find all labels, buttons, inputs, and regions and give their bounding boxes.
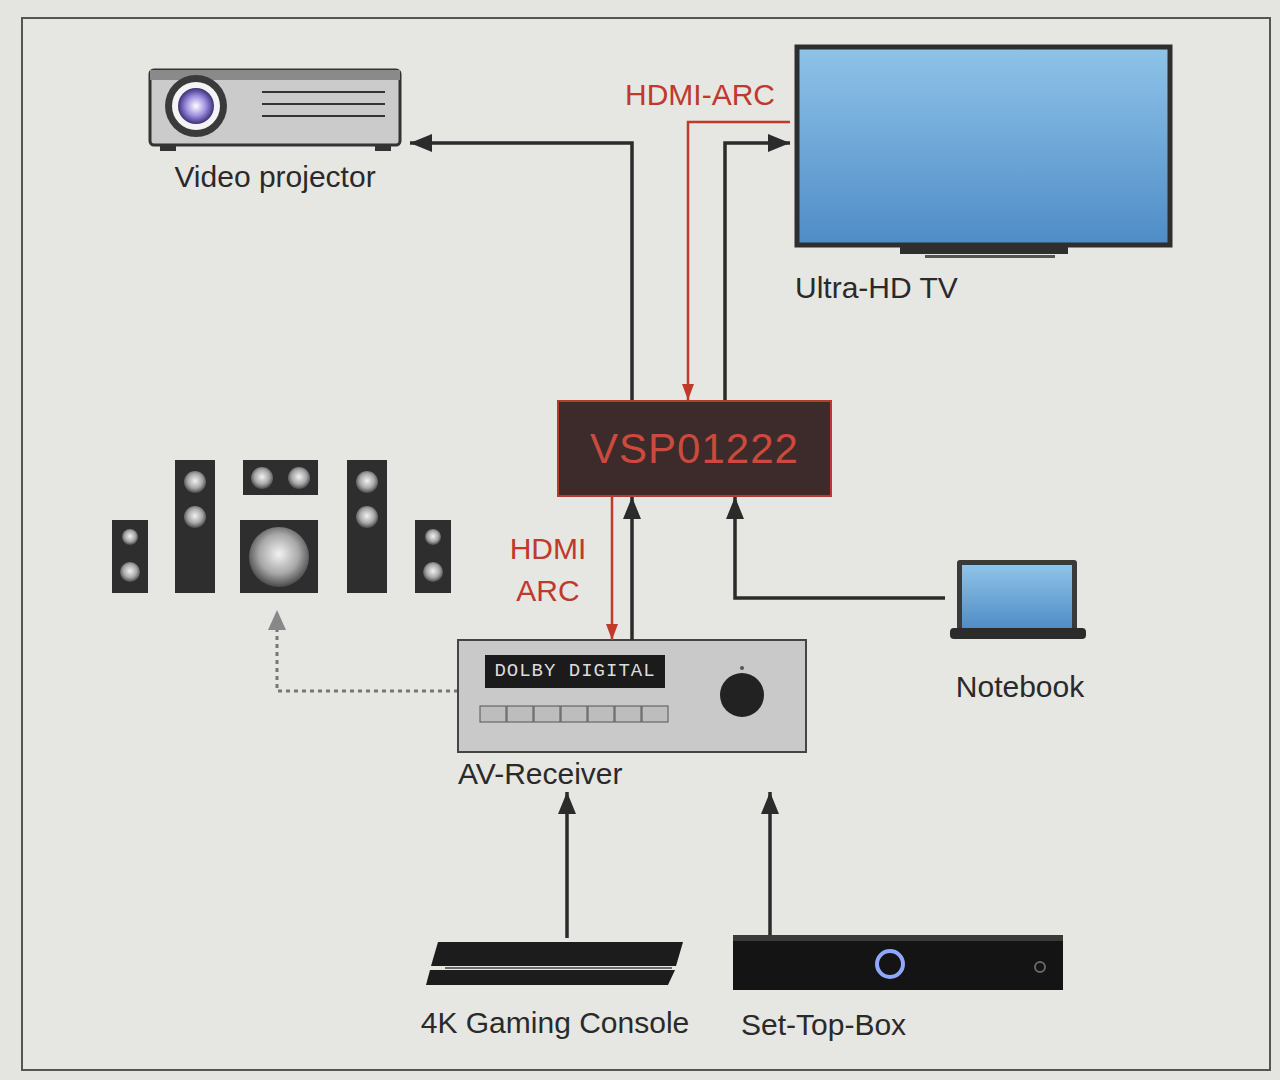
splitter-box: VSP01222 [557,400,832,497]
box-label: VSP01222 [559,402,830,495]
projector-illustration [262,91,385,93]
receiver-illustration [720,673,764,717]
receiver-illustration [615,706,641,722]
receiver-illustration [507,706,533,722]
speaker-illustration [356,471,378,493]
speaker-illustration [356,506,378,528]
console-illustration [426,970,675,985]
receiver-illustration [458,640,806,752]
page-frame [22,18,1270,1070]
display-text: DOLBY DIGITAL [485,655,665,688]
notebook-illustration [950,628,1086,639]
signal-connector [630,497,634,640]
notebook: Notebook [945,555,1095,705]
speaker-illustration [288,467,310,489]
speaker-illustration [184,471,206,493]
av-receiver: DOLBY DIGITAL AV-Receiver [458,640,806,792]
speaker-illustration [112,460,451,593]
tv-illustration [797,47,1170,245]
speaker-wire [268,610,458,691]
device-label: Ultra-HD TV [795,270,958,306]
receiver-illustration [642,706,668,722]
settopbox-illustration [1035,962,1045,972]
gaming-console: 4K Gaming Console [405,938,705,1041]
signal-connector [725,143,790,400]
speaker-illustration [184,506,206,528]
notebook-illustration [950,560,1086,639]
speaker-illustration [415,520,451,593]
signal-connector [768,792,772,935]
settopbox-illustration [733,935,1063,990]
device-label: AV-Receiver [458,756,623,792]
speaker-illustration [425,529,441,545]
device-label: Notebook [945,669,1095,705]
device-label: Video projector [140,159,410,195]
signal-connector [688,122,790,400]
settopbox-illustration [733,935,1063,941]
console-illustration [431,942,683,966]
tv-illustration [797,47,1170,258]
signal-connector [735,497,945,598]
projector-illustration [375,145,391,151]
projector-illustration [172,82,220,130]
receiver-illustration [588,706,614,722]
projector-illustration [160,145,176,151]
receiver-illustration [480,706,506,722]
speaker-illustration [347,460,387,593]
signal-label: HDMI-ARC [610,74,790,116]
video-projector: Video projector [140,62,410,195]
receiver-illustration [561,706,587,722]
settopbox-illustration [877,951,903,977]
speaker-illustration [122,529,138,545]
tv-illustration [925,255,1055,258]
speaker-illustration [120,562,140,582]
projector-illustration [165,75,227,137]
device-label: 4K Gaming Console [405,1005,705,1041]
speaker-illustration [423,562,443,582]
speaker-wire [268,610,286,630]
console-illustration [445,967,672,969]
settopbox-illustration [733,935,1063,990]
speaker-illustration [251,467,273,489]
signal-connector [410,143,632,400]
speaker-illustration [112,520,148,593]
receiver-illustration [740,666,744,670]
speaker-illustration [249,527,309,587]
tv-illustration [900,245,1068,254]
projector-illustration [150,70,400,145]
receiver-illustration [458,640,806,752]
speaker-illustration [243,460,318,495]
signal-label: HDMI ARC [503,528,593,612]
set-top-box: Set-Top-Box [733,935,1063,1043]
speaker-illustration [175,460,215,593]
projector-illustration [262,115,385,117]
speaker-illustration [240,520,318,593]
receiver-illustration [534,706,560,722]
ultra-hd-tv: Ultra-HD TV [790,40,1175,306]
notebook-illustration [957,560,1077,632]
projector-illustration [262,103,385,105]
device-label: Set-Top-Box [741,1007,906,1043]
console-illustration [426,942,683,985]
notebook-illustration [962,565,1072,629]
speaker-wire [277,628,458,691]
signal-connector [565,792,569,938]
projector-illustration [178,88,214,124]
projector-illustration [150,70,400,151]
signal-connector [611,497,614,640]
receiver-illustration [485,655,665,688]
